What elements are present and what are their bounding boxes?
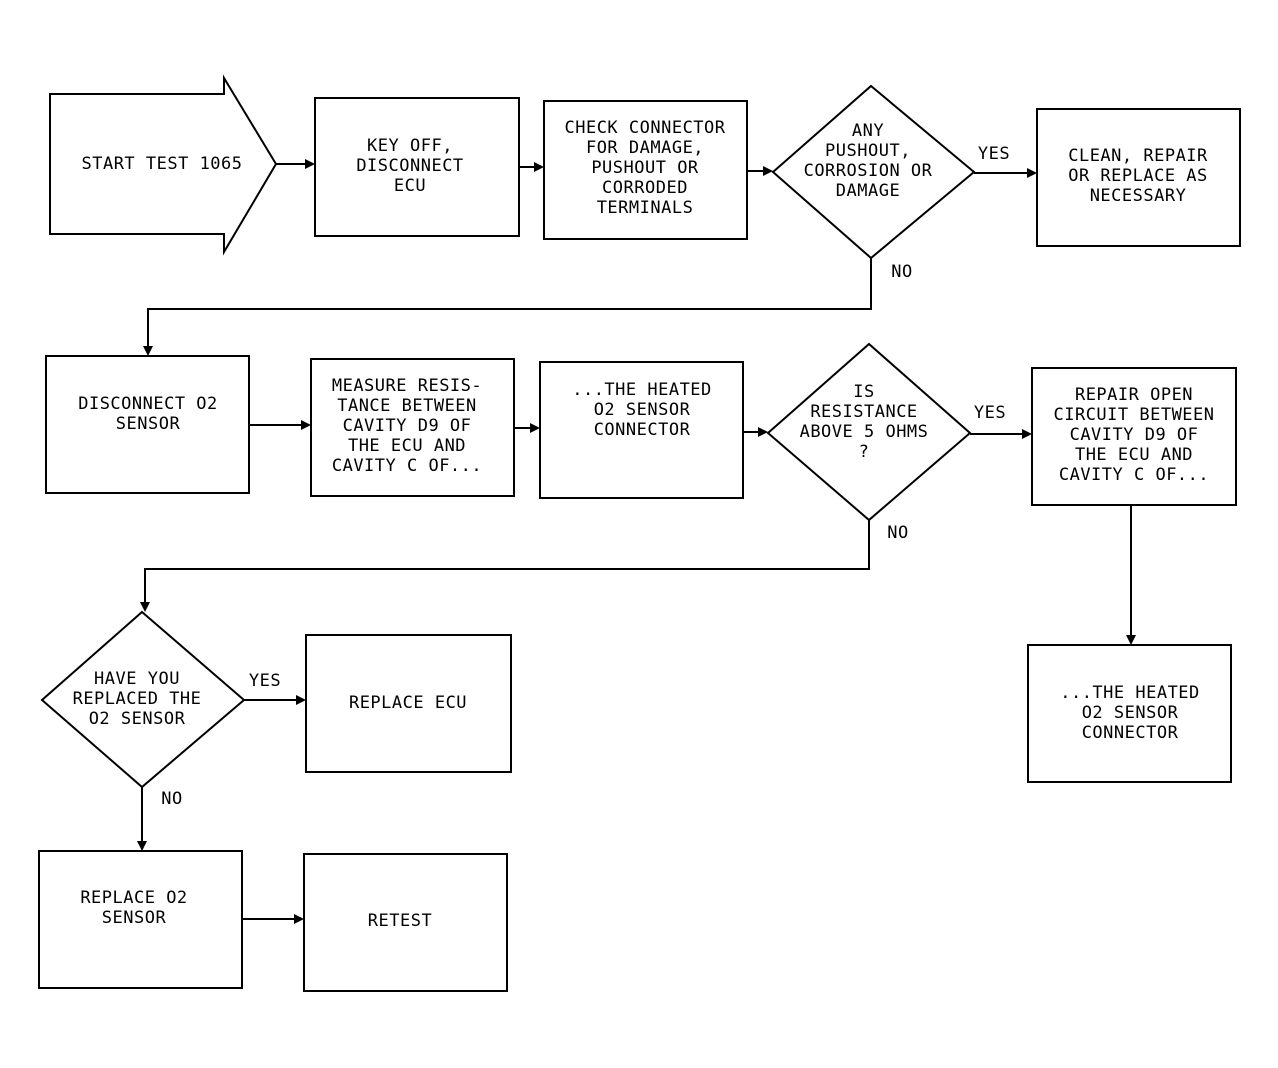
node-text-line: CORROSION OR — [804, 161, 933, 181]
node-text-line: REPLACED THE — [73, 689, 202, 709]
node-text-line: ...THE HEATED — [572, 380, 712, 400]
replace-o2-node — [38, 850, 243, 989]
node-text-line: ANY — [852, 121, 884, 141]
node-text-line: START TEST 1065 — [81, 154, 242, 174]
edge-label-yes: YES — [978, 144, 1010, 164]
arrowhead — [763, 166, 773, 176]
node-text-line: CAVITY D9 OF — [1070, 425, 1199, 445]
arrowhead — [758, 427, 768, 437]
connector-decision-disconnect — [147, 258, 872, 348]
node-text-line: TERMINALS — [597, 198, 694, 218]
node-text-line: TANCE BETWEEN — [337, 396, 477, 416]
measure-resistance-node — [310, 358, 515, 497]
arrowhead — [294, 914, 304, 924]
edge-label-no: NO — [887, 523, 908, 543]
replace-ecu-text: REPLACE ECU — [349, 693, 467, 713]
arrowhead — [137, 841, 147, 851]
node-text-line: CONNECTOR — [1082, 723, 1179, 743]
node-text-line: THE ECU AND — [1075, 445, 1193, 465]
arrowhead — [534, 162, 544, 172]
arrowhead — [1027, 168, 1037, 178]
node-text-line: OR REPLACE AS — [1068, 166, 1208, 186]
node-text-line: NECESSARY — [1090, 186, 1187, 206]
node-text-line: THE ECU AND — [348, 436, 466, 456]
node-text-line: O2 SENSOR — [594, 400, 691, 420]
node-text-line: RESISTANCE — [810, 402, 917, 422]
node-text-line: IS — [853, 382, 874, 402]
edge-label-no: NO — [161, 789, 182, 809]
node-text-line: CAVITY C OF... — [1059, 465, 1209, 485]
node-text-line: ...THE HEATED — [1060, 683, 1200, 703]
node-text-line: DISCONNECT O2 — [78, 394, 218, 414]
arrowhead — [1022, 429, 1032, 439]
node-text-line: CHECK CONNECTOR — [564, 118, 725, 138]
check-connector-node — [543, 100, 748, 240]
node-text-line: REPLACE ECU — [349, 693, 467, 713]
node-text-line: ? — [859, 442, 870, 462]
edge-label-yes: YES — [249, 671, 281, 691]
repair-open-node — [1031, 367, 1237, 506]
node-text-line: REPLACE O2 — [80, 888, 187, 908]
node-text-line: CAVITY C OF... — [332, 456, 482, 476]
retest-node — [303, 853, 508, 992]
retest-text: RETEST — [368, 911, 432, 931]
node-text-line: HAVE YOU — [94, 669, 180, 689]
node-text-line: CONNECTOR — [594, 420, 691, 440]
node-text-line: SENSOR — [116, 414, 181, 434]
arrowhead — [530, 423, 540, 433]
node-text-line: CAVITY D9 OF — [343, 416, 472, 436]
start-node-text: START TEST 1065 — [81, 154, 242, 174]
edge-label-yes: YES — [974, 403, 1006, 423]
node-text-line: MEASURE RESIS- — [332, 376, 482, 396]
node-text-line: RETEST — [368, 911, 432, 931]
arrowhead — [296, 695, 306, 705]
key-off-node — [314, 97, 520, 237]
node-text-line: CIRCUIT BETWEEN — [1053, 405, 1214, 425]
node-text-line: PUSHOUT, — [825, 141, 911, 161]
heated-connector-node-1 — [539, 361, 744, 499]
arrowhead — [305, 159, 315, 169]
node-text-line: SENSOR — [102, 908, 167, 928]
node-text-line: DAMAGE — [836, 181, 900, 201]
node-text-line: O2 SENSOR — [1082, 703, 1179, 723]
arrowhead — [143, 346, 153, 356]
node-text-line: CORRODED — [602, 178, 688, 198]
node-text-line: PUSHOUT OR — [591, 158, 699, 178]
node-text-line: REPAIR OPEN — [1075, 385, 1193, 405]
edge-label-no: NO — [891, 262, 912, 282]
connector-decision-havereplaced — [144, 520, 870, 604]
node-text-line: ABOVE 5 OHMS — [800, 422, 929, 442]
disconnect-o2-node — [45, 355, 250, 494]
node-text-line: O2 SENSOR — [89, 709, 186, 729]
arrowhead — [140, 602, 150, 612]
arrowhead — [301, 420, 311, 430]
start-node — [49, 74, 278, 256]
node-text-line: DISCONNECT — [356, 156, 463, 176]
node-text-line: ECU — [394, 176, 426, 196]
arrowhead — [1126, 635, 1136, 645]
clean-repair-node — [1036, 108, 1241, 247]
heated-connector-node-2 — [1027, 644, 1232, 783]
replace-ecu-node — [305, 634, 512, 773]
node-text-line: KEY OFF, — [367, 136, 453, 156]
node-text-line: CLEAN, REPAIR — [1068, 146, 1208, 166]
node-text-line: FOR DAMAGE, — [586, 138, 704, 158]
